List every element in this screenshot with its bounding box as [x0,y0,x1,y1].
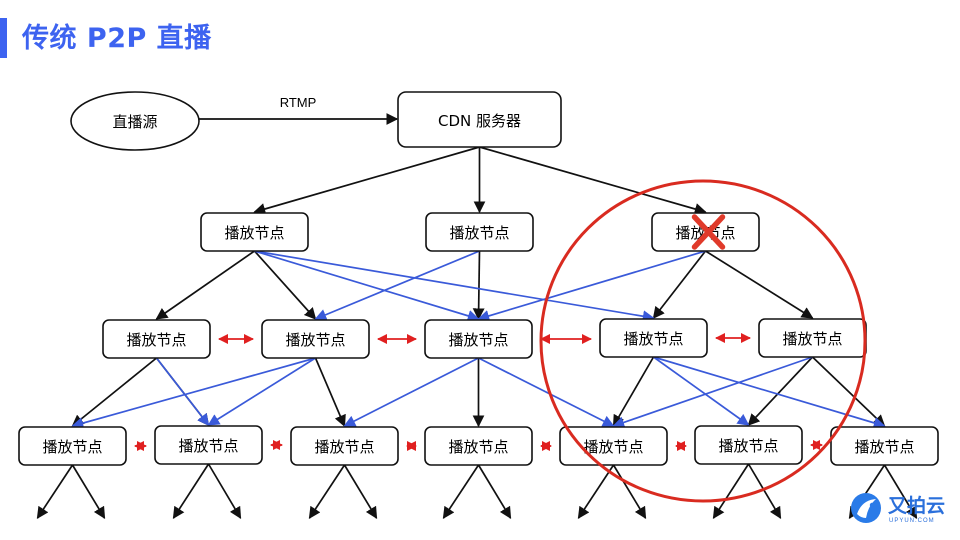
node-box [559,426,668,466]
tree-edge-arrow [705,250,814,319]
tree-edge-arrow [71,357,158,427]
continuation-arrow [172,463,210,519]
continuation-arrow [747,463,782,520]
play-node-level-1: 播放节点 [425,212,534,252]
failure-x-icon [691,214,726,250]
live-source-node [70,91,200,151]
tree-edge-arrow [253,250,317,320]
cross-edge-arrow [71,357,316,429]
tree-edge-arrow [314,357,346,428]
play-node-level-3: 播放节点 [154,425,263,465]
failure-region-circle [539,179,867,503]
continuation-arrow [207,463,242,520]
continuation-arrow [442,464,480,519]
node-box [102,319,211,359]
node-box [18,426,127,466]
page-title: 传统 P2P 直播 [22,23,212,54]
cross-edge-arrow [343,357,479,427]
continuation-arrow [883,464,918,520]
node-box [424,319,533,359]
play-node-level-3: 播放节点 [18,426,127,466]
cross-edge-arrow [207,357,316,426]
node-label: 播放节点 [449,224,509,242]
node-box [424,426,533,466]
tree-edge-arrow [472,250,485,321]
cross-edge-arrow [653,356,750,426]
title-accent-bar [0,18,7,58]
live-source-label: 直播源 [112,113,157,131]
node-label: 播放节点 [623,330,683,348]
play-node-level-3: 播放节点 [290,426,399,466]
cross-edge-arrow [612,356,813,429]
node-label: 播放节点 [314,438,374,456]
node-label: 播放节点 [782,330,842,348]
node-box [599,318,708,358]
continuation-arrow [712,463,750,519]
cdn-server-label: CDN 服务器 [438,112,521,130]
node-box [290,426,399,466]
tree-edge-arrow [652,250,707,319]
cross-edge-arrow [155,357,210,426]
cdn-to-node-arrow [479,146,707,215]
node-label: 播放节点 [178,437,238,455]
cross-edge-arrow [314,250,480,321]
logo-name: 又拍云 [888,494,945,517]
continuation-arrow [36,464,74,519]
play-node-level-2: 播放节点 [599,318,708,358]
continuation-arrow [308,464,346,519]
node-label: 播放节点 [854,438,914,456]
tree-edge-arrow [155,250,255,320]
play-node-level-1: 播放节点 [200,212,309,252]
upyun-logo-icon [851,493,881,523]
play-node-level-3: 播放节点 [694,425,803,465]
continuation-arrow [577,464,615,519]
play-node-level-3: 播放节点 [559,426,668,466]
rtmp-label: RTMP [280,95,317,110]
logo-subtext: UPYUN.COM [889,518,935,524]
play-node-level-3: 播放节点 [830,426,939,466]
node-label: 播放节点 [583,438,643,456]
continuation-arrow [343,464,378,520]
edges-layer: RTMP [36,95,918,520]
node-label: 播放节点 [448,331,508,349]
node-box [154,425,263,465]
node-label: 播放节点 [42,438,102,456]
node-label: 播放节点 [285,331,345,349]
node-box [694,425,803,465]
play-node-level-2: 播放节点 [758,318,867,358]
play-node-level-2: 播放节点 [102,319,211,359]
tree-edge-arrow [612,356,655,428]
node-label: 播放节点 [224,224,284,242]
play-node-level-2: 播放节点 [424,319,533,359]
cross-edge-arrow [254,250,655,323]
node-box [425,212,534,252]
continuation-arrow [477,464,512,520]
cdn-to-node-arrow [253,146,480,215]
node-box [200,212,309,252]
continuation-arrow [612,464,647,520]
node-label: 播放节点 [126,331,186,349]
cdn-server-node [397,91,562,148]
node-box [261,319,370,359]
tree-edge-arrow [811,356,886,427]
cross-edge-arrow [478,357,615,427]
play-node-level-2: 播放节点 [261,319,370,359]
play-node-level-3: 播放节点 [424,426,533,466]
node-label: 播放节点 [718,437,778,455]
cross-edge-arrow [653,356,886,429]
cross-edge-arrow [254,250,480,322]
cross-edge-arrow [477,250,706,322]
node-box [830,426,939,466]
continuation-arrow [71,464,106,520]
tree-edge-arrow [747,356,814,426]
node-label: 播放节点 [448,438,508,456]
